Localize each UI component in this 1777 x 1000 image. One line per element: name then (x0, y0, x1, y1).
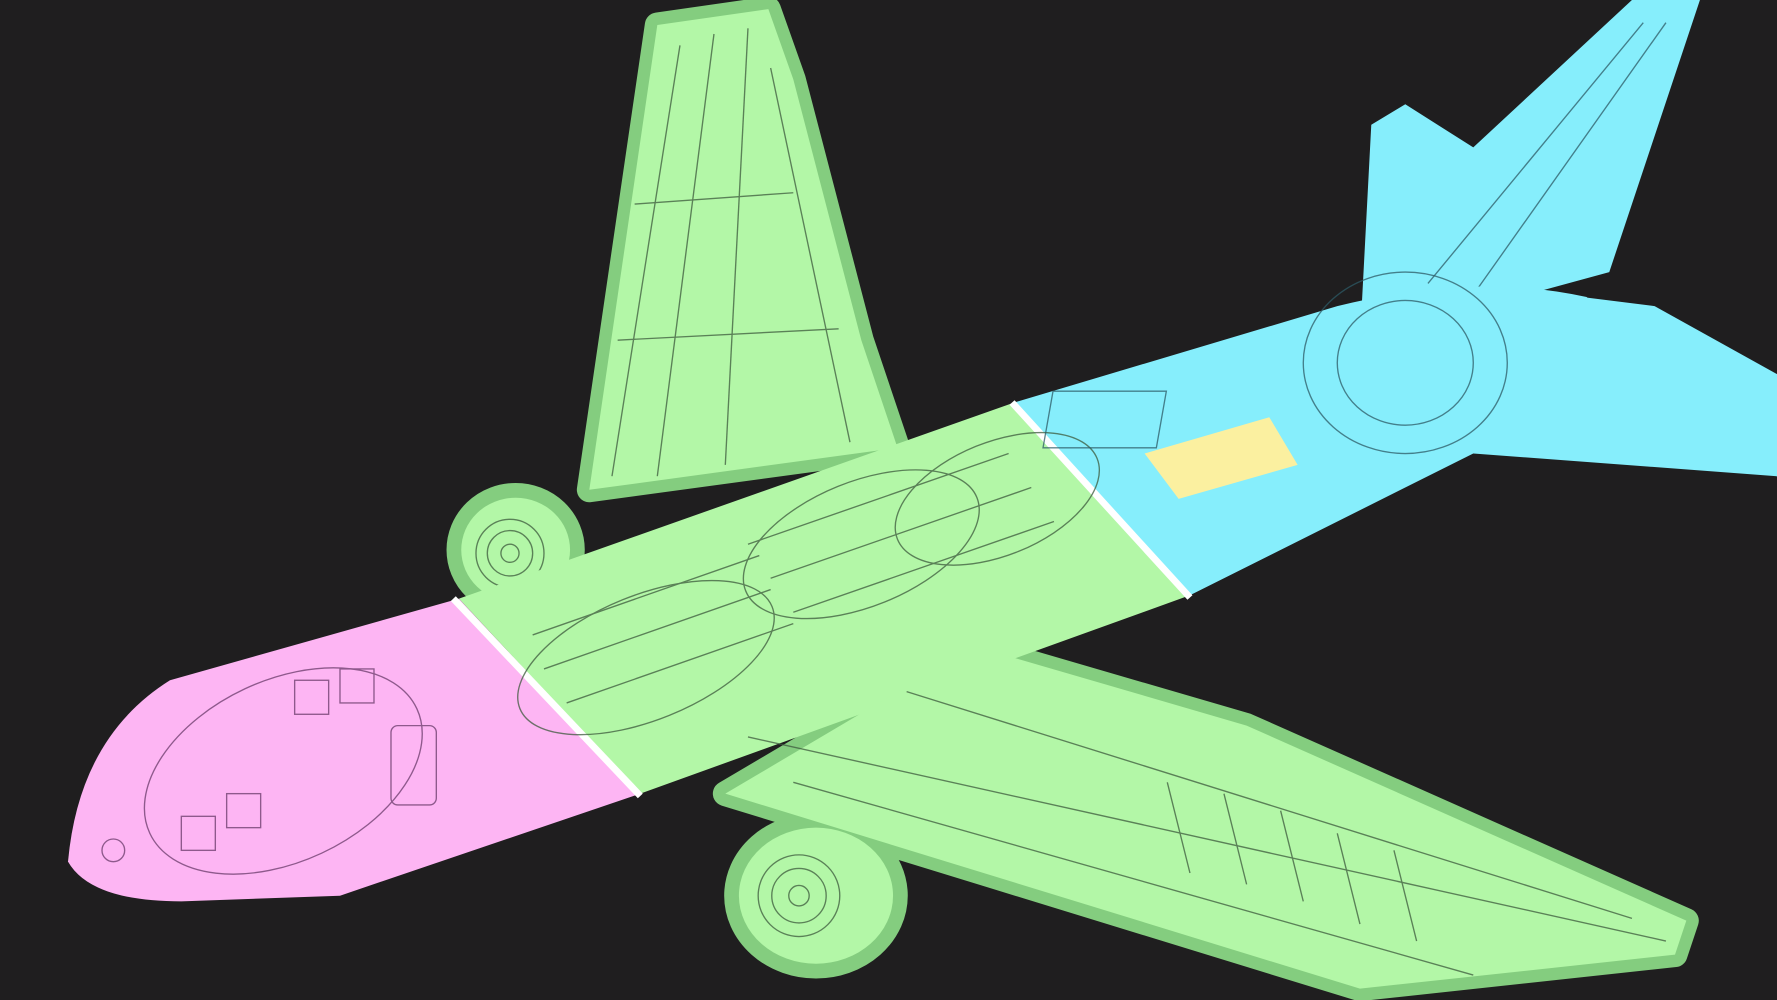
lower-wing (725, 646, 1687, 989)
vertical-stabilizer (1359, 0, 1700, 341)
lower-engine-fan (757, 854, 841, 938)
cabin-seats (517, 431, 1101, 736)
upper-wing-detail (611, 28, 851, 477)
rear-cabin-detail (1042, 271, 1508, 455)
lower-engine (738, 827, 894, 964)
separator-nose (450, 596, 643, 799)
tail-section (1014, 286, 1777, 596)
separator-tail (1009, 400, 1193, 600)
lower-wing-detail (747, 690, 1667, 976)
cockpit-detail (101, 667, 437, 875)
nose-section (67, 598, 641, 902)
middle-section (458, 402, 1190, 794)
highlighted-seat-area (1144, 417, 1298, 499)
